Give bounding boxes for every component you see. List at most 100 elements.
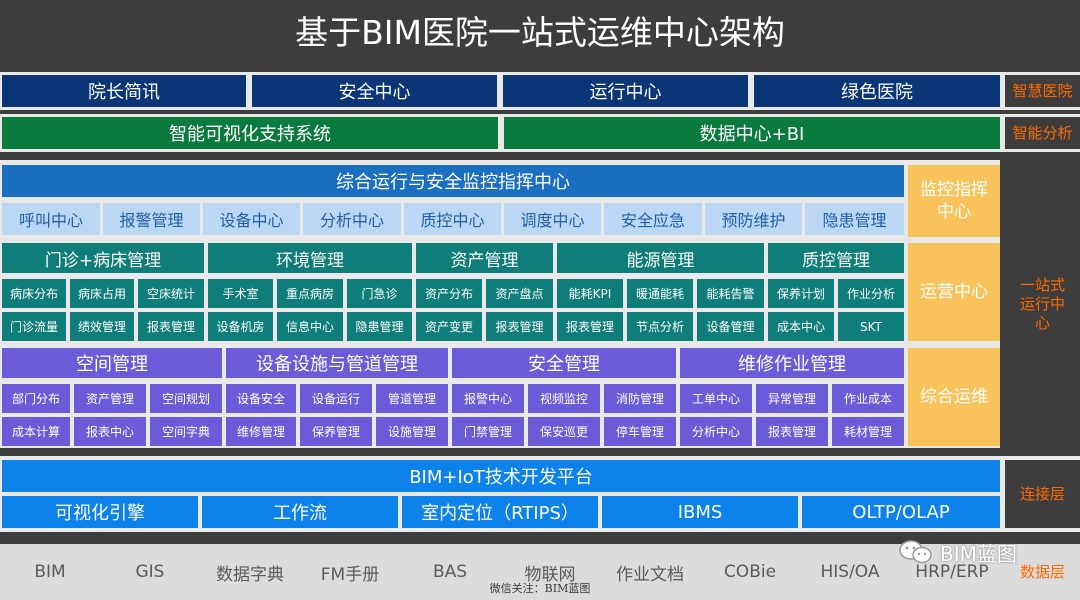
operation-item[interactable]: 保养计划 (768, 279, 834, 308)
operation-item[interactable]: 门诊流量 (2, 312, 66, 341)
connection-item[interactable]: 工作流 (202, 496, 398, 528)
maintenance-item[interactable]: 门禁管理 (452, 417, 524, 446)
monitor-item[interactable]: 安全应急 (604, 203, 702, 235)
connection-header[interactable]: BIM+IoT技术开发平台 (2, 460, 1000, 492)
maintenance-item[interactable]: 视频监控 (528, 384, 600, 413)
monitor-item[interactable]: 质控中心 (404, 203, 501, 235)
smart-hospital-item[interactable]: 运行中心 (503, 75, 748, 107)
smart-hospital-item[interactable]: 院长简讯 (2, 75, 246, 107)
monitor-header[interactable]: 综合运行与安全监控指挥中心 (2, 165, 904, 197)
operation-item[interactable]: 报表管理 (557, 312, 623, 341)
operation-item[interactable]: 设备机房 (208, 312, 273, 341)
watermark-footer: 微信关注：BIM蓝图 (489, 582, 591, 595)
operation-item[interactable]: 报表管理 (138, 312, 204, 341)
maintenance-item[interactable]: 耗材管理 (832, 417, 904, 446)
maintenance-item[interactable]: 消防管理 (604, 384, 676, 413)
connection-layer-label: 连接层 (1005, 460, 1080, 528)
operation-item[interactable]: 重点病房 (277, 279, 343, 308)
operation-item[interactable]: 病床占用 (70, 279, 134, 308)
maintenance-item[interactable]: 设备安全 (226, 384, 296, 413)
operation-group-title[interactable]: 能源管理 (557, 243, 764, 273)
maintenance-item[interactable]: 成本计算 (2, 417, 70, 446)
maintenance-item[interactable]: 设备运行 (300, 384, 372, 413)
data-source-item: BIM (34, 562, 66, 582)
one-stop-layer-label: 一站式运行中心 (1005, 160, 1080, 448)
operation-item[interactable]: SKT (838, 312, 904, 341)
maintenance-item[interactable]: 异常管理 (756, 384, 828, 413)
operation-item[interactable]: 资产盘点 (486, 279, 553, 308)
connection-item[interactable]: OLTP/OLAP (802, 496, 1000, 528)
smart-analysis-layer-label: 智能分析 (1005, 117, 1080, 149)
operation-item[interactable]: 资产变更 (416, 312, 482, 341)
data-source-item: HIS/OA (820, 562, 880, 582)
operation-item[interactable]: 手术室 (208, 279, 273, 308)
operation-item[interactable]: 隐患管理 (347, 312, 412, 341)
operation-item[interactable]: 能耗告警 (697, 279, 764, 308)
maintenance-item[interactable]: 作业成本 (832, 384, 904, 413)
operation-side-label: 运营中心 (908, 243, 1000, 341)
maintenance-group-title[interactable]: 空间管理 (2, 348, 222, 378)
maintenance-side-label: 综合运维 (908, 348, 1000, 446)
maintenance-item[interactable]: 报表管理 (756, 417, 828, 446)
maintenance-item[interactable]: 维修管理 (226, 417, 296, 446)
wechat-icon (898, 539, 934, 565)
operation-item[interactable]: 病床分布 (2, 279, 66, 308)
maintenance-item[interactable]: 保安巡更 (528, 417, 600, 446)
operation-group-title[interactable]: 质控管理 (768, 243, 904, 273)
monitor-item[interactable]: 报警管理 (103, 203, 200, 235)
operation-item[interactable]: 门急诊 (347, 279, 412, 308)
operation-item[interactable]: 资产分布 (416, 279, 482, 308)
maintenance-item[interactable]: 工单中心 (680, 384, 752, 413)
connection-item[interactable]: 可视化引擎 (2, 496, 198, 528)
operation-item[interactable]: 节点分析 (627, 312, 693, 341)
operation-item[interactable]: 成本中心 (768, 312, 834, 341)
maintenance-item[interactable]: 停车管理 (604, 417, 676, 446)
operation-item[interactable]: 暖通能耗 (627, 279, 693, 308)
operation-item[interactable]: 报表管理 (486, 312, 553, 341)
maintenance-group-title[interactable]: 维修作业管理 (680, 348, 904, 378)
operation-group-title[interactable]: 门诊+病床管理 (2, 243, 204, 273)
data-source-item: 作业文档 (616, 564, 684, 585)
data-source-item: BAS (432, 562, 468, 582)
smart-analysis-item[interactable]: 数据中心+BI (504, 117, 1000, 149)
maintenance-item[interactable]: 保养管理 (300, 417, 372, 446)
maintenance-item[interactable]: 空间字典 (150, 417, 222, 446)
monitor-side-label: 监控指挥中心 (908, 165, 1000, 237)
maintenance-item[interactable]: 空间规划 (150, 384, 222, 413)
maintenance-group-title[interactable]: 设备设施与管道管理 (226, 348, 448, 378)
connection-item[interactable]: 室内定位（RTIPS） (402, 496, 598, 528)
operation-item[interactable]: 能耗KPI (557, 279, 623, 308)
maintenance-item[interactable]: 部门分布 (2, 384, 70, 413)
monitor-item[interactable]: 设备中心 (203, 203, 300, 235)
operation-item[interactable]: 作业分析 (838, 279, 904, 308)
monitor-item[interactable]: 预防维护 (705, 203, 802, 235)
maintenance-item[interactable]: 报警中心 (452, 384, 524, 413)
monitor-item[interactable]: 调度中心 (504, 203, 601, 235)
data-source-item: FM手册 (320, 564, 380, 585)
monitor-item[interactable]: 隐患管理 (805, 203, 904, 235)
operation-item[interactable]: 绩效管理 (70, 312, 134, 341)
smart-hospital-item[interactable]: 绿色医院 (754, 75, 1000, 107)
data-source-item: 物联网 (524, 564, 576, 585)
data-layer-label: 数据层 (1005, 552, 1080, 592)
monitor-item[interactable]: 分析中心 (303, 203, 401, 235)
maintenance-item[interactable]: 管道管理 (376, 384, 448, 413)
smart-analysis-item[interactable]: 智能可视化支持系统 (2, 117, 498, 149)
monitor-item[interactable]: 呼叫中心 (2, 203, 100, 235)
operation-group-title[interactable]: 环境管理 (208, 243, 412, 273)
smart-hospital-layer-label: 智慧医院 (1005, 75, 1080, 107)
watermark: BIM蓝图 (898, 535, 1046, 569)
operation-item[interactable]: 空床统计 (138, 279, 204, 308)
maintenance-item[interactable]: 分析中心 (680, 417, 752, 446)
maintenance-item[interactable]: 报表中心 (74, 417, 146, 446)
page-title: 基于BIM医院一站式运维中心架构 (295, 13, 785, 52)
smart-hospital-item[interactable]: 安全中心 (252, 75, 497, 107)
maintenance-group-title[interactable]: 安全管理 (452, 348, 676, 378)
operation-item[interactable]: 信息中心 (277, 312, 343, 341)
data-source-item: 数据字典 (216, 564, 284, 585)
operation-item[interactable]: 设备管理 (697, 312, 764, 341)
operation-group-title[interactable]: 资产管理 (416, 243, 553, 273)
maintenance-item[interactable]: 设施管理 (376, 417, 448, 446)
maintenance-item[interactable]: 资产管理 (74, 384, 146, 413)
connection-item[interactable]: IBMS (602, 496, 798, 528)
